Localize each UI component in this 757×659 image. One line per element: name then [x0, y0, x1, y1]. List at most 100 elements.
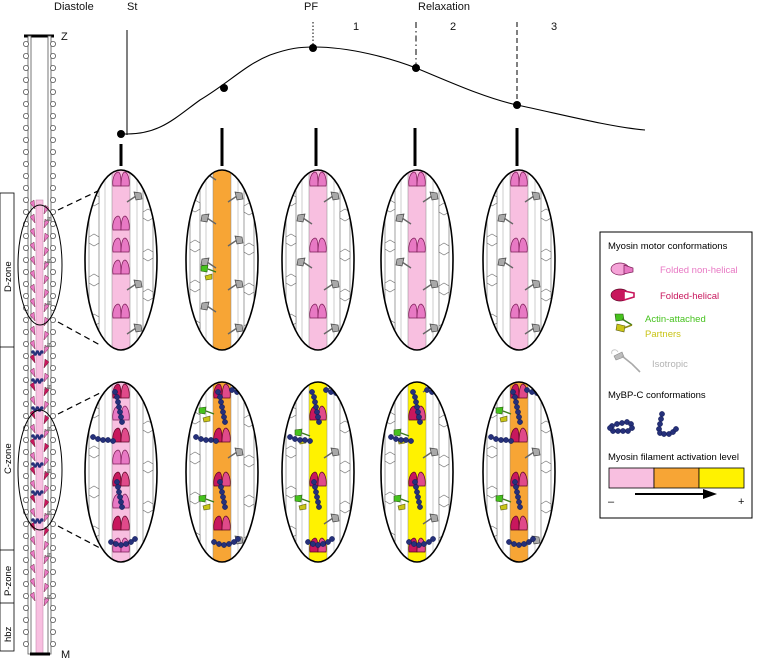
- actin-attached-icon: [614, 313, 633, 333]
- mybpc-domain: [512, 479, 518, 485]
- actin-node: [50, 472, 57, 479]
- myosin-motor: [43, 204, 50, 215]
- actin-hexagon: [243, 242, 255, 256]
- mybpc-domain: [516, 542, 522, 548]
- mybpc-domain: [417, 419, 423, 425]
- mybpc-domain: [325, 539, 331, 545]
- mybpc-domain: [118, 414, 124, 420]
- actin-node: [22, 89, 29, 96]
- mybpc-domain: [116, 404, 122, 410]
- actin-node: [22, 412, 29, 419]
- actin-hexagon: [88, 445, 100, 459]
- mybpc-domain: [342, 388, 348, 394]
- mybpc-extended-icon: [656, 411, 679, 437]
- zoom-panel-top-1: [84, 169, 158, 351]
- actin-hexagon: [438, 454, 450, 468]
- actin-hexagon: [88, 485, 100, 499]
- folded-helical-icon: [610, 288, 635, 302]
- label-phase-3: 3: [551, 21, 557, 33]
- actin-node: [50, 220, 57, 227]
- mybpc-domain: [117, 409, 123, 415]
- myosin-motor: [43, 456, 50, 467]
- actin-node: [50, 400, 57, 407]
- actin-node: [50, 196, 57, 203]
- mybpc-domain: [607, 425, 613, 431]
- actin-hexagon: [339, 248, 351, 262]
- myosin-motor: [29, 241, 36, 252]
- actin-hexagon: [285, 485, 297, 499]
- mybpc-domain: [95, 436, 101, 442]
- mybpc-domain: [388, 434, 394, 440]
- myosin-motor: [29, 227, 36, 238]
- mybpc-domain: [118, 499, 124, 505]
- timepoint-dot: [309, 44, 317, 52]
- legend-folded-helical: Folded-helical: [660, 291, 719, 302]
- timepoint-dot: [220, 84, 228, 92]
- zone-label-hbz: hbz: [3, 626, 14, 642]
- mybpc-domain: [415, 409, 421, 415]
- myosin-motor: [29, 451, 36, 462]
- mybpc-domain: [673, 426, 679, 432]
- mybpc-domain: [614, 421, 620, 427]
- mybpc-domain: [116, 489, 122, 495]
- mybpc-domain: [512, 394, 518, 400]
- mybpc-domain: [90, 434, 96, 440]
- myosin-motor: [29, 437, 36, 448]
- actin-node: [50, 533, 57, 540]
- actin-node: [22, 593, 29, 600]
- actin-hexagon: [486, 233, 498, 247]
- label-st: St: [127, 1, 137, 13]
- actin-node: [50, 65, 57, 72]
- actin-node: [22, 400, 29, 407]
- mybpc-domain: [530, 536, 536, 542]
- mybpc-domain: [511, 541, 517, 547]
- zoom-connector: [57, 392, 101, 415]
- zoom-ellipse-d-zone: [17, 204, 63, 326]
- mybpc-domain: [513, 399, 519, 405]
- actin-hexagon: [384, 451, 396, 465]
- actin-node: [22, 496, 29, 503]
- actin-node: [50, 268, 57, 275]
- mybpc-domain: [231, 539, 237, 545]
- legend-activation-title: Myosin filament activation level: [608, 452, 739, 463]
- mybpc-domain: [316, 419, 322, 425]
- actin-node: [50, 53, 57, 60]
- zoom-panel-outline: [281, 381, 355, 563]
- actin-hexagon: [486, 273, 498, 287]
- mybpc-domain: [329, 536, 335, 542]
- actin-node: [50, 569, 57, 576]
- actin-hexagon: [142, 540, 154, 554]
- mybpc-domain: [658, 416, 664, 422]
- thick-filament-backbone: [35, 199, 44, 655]
- actin-hexagon: [189, 451, 201, 465]
- zone-label-d: D-zone: [3, 261, 14, 292]
- mybpc-domain: [115, 399, 121, 405]
- mybpc-domain: [219, 404, 225, 410]
- actin-node: [50, 412, 57, 419]
- actin-hexagon: [243, 454, 255, 468]
- mybpc-domain: [287, 434, 293, 440]
- legend: Myosin motor conformations Folded non-he…: [599, 231, 753, 519]
- mybpc-domain: [439, 390, 445, 396]
- zoom-panel-bottom-1: [84, 381, 158, 563]
- mybpc-domain: [517, 504, 523, 510]
- actin-hexagon: [540, 540, 552, 554]
- actin-node: [22, 65, 29, 72]
- actin-node: [50, 316, 57, 323]
- actin-node: [22, 280, 29, 287]
- myosin-motor: [29, 395, 36, 406]
- mybpc-domain: [311, 479, 317, 485]
- mybpc-domain: [117, 494, 123, 500]
- mybpc-domain: [314, 409, 320, 415]
- actin-node: [22, 256, 29, 263]
- actin-node: [22, 352, 29, 359]
- actin-hexagon: [189, 491, 201, 505]
- actin-node: [50, 436, 57, 443]
- myosin-motor: [29, 465, 36, 476]
- actin-node: [50, 617, 57, 624]
- actin-node: [50, 376, 57, 383]
- myosin-motor: [29, 353, 36, 364]
- zoom-panel-outline: [380, 169, 454, 351]
- mybpc-domain: [218, 399, 224, 405]
- mybpc-domain: [112, 389, 118, 395]
